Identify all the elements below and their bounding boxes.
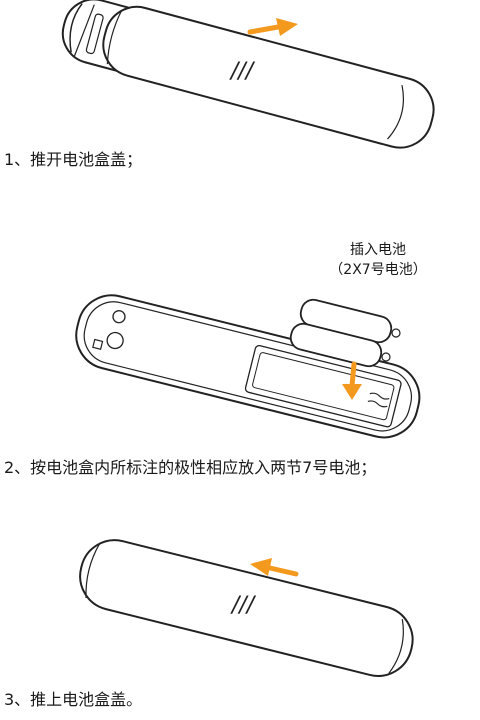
note-line-1: 插入电池 <box>350 242 406 258</box>
battery-icon <box>289 298 401 368</box>
remote-cover-open-illustration: /// <box>61 0 435 149</box>
step-2-caption: 2、按电池盒内所标注的极性相应放入两节7号电池； <box>4 458 377 477</box>
remote-battery-insert-illustration <box>75 294 421 439</box>
arrow-left-icon <box>250 558 299 577</box>
remote-cover-close-illustration: /// <box>79 539 414 677</box>
note-line-2: （2X7号电池） <box>329 262 427 278</box>
cover-grip-mark: /// <box>229 59 256 84</box>
step-1-caption: 1、推开电池盒盖； <box>4 150 143 169</box>
arrow-right-icon <box>247 18 298 36</box>
insert-battery-note: 插入电池 （2X7号电池） <box>318 240 438 280</box>
cover-grip-mark: /// <box>230 593 257 618</box>
arrow-down-icon <box>342 361 362 400</box>
step-3-caption: 3、推上电池盒盖。 <box>4 690 143 709</box>
